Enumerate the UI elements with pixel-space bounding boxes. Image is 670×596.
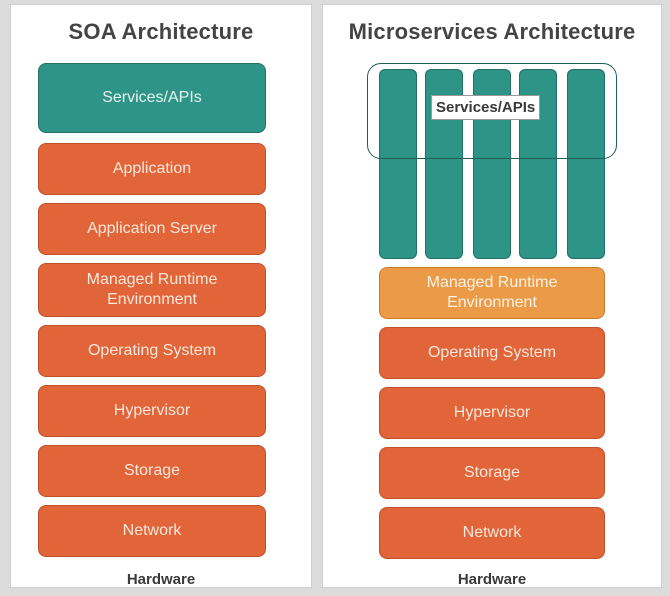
soa-services-layer: Services/APIs (38, 63, 266, 133)
soa-runtime-layer: Managed Runtime Environment (38, 263, 266, 317)
ms-hypervisor-label: Hypervisor (453, 404, 531, 421)
soa-title: SOA Architecture (68, 19, 254, 44)
soa-hypervisor-label: Hypervisor (113, 402, 191, 419)
ms-network-layer: Network (379, 507, 605, 559)
ms-network-label: Network (462, 524, 522, 541)
soa-app-server-layer: Application Server (38, 203, 266, 255)
microservices-panel: Microservices Architecture Services/APIs… (322, 4, 662, 588)
soa-runtime-label: Managed Runtime Environment (86, 271, 218, 308)
soa-panel: SOA Architecture Services/APIs Applicati… (10, 4, 312, 588)
microservices-services-label: Services/APIs (431, 95, 541, 120)
ms-hypervisor-layer: Hypervisor (379, 387, 605, 439)
soa-os-label: Operating System (87, 342, 217, 359)
soa-hypervisor-layer: Hypervisor (38, 385, 266, 437)
soa-storage-label: Storage (123, 462, 181, 479)
ms-runtime-layer: Managed Runtime Environment (379, 267, 605, 319)
ms-hardware-label: Hardware (457, 571, 527, 588)
ms-os-layer: Operating System (379, 327, 605, 379)
microservices-title: Microservices Architecture (348, 19, 636, 44)
ms-os-label: Operating System (427, 344, 557, 361)
soa-network-label: Network (122, 522, 182, 539)
ms-storage-label: Storage (463, 464, 521, 481)
soa-os-layer: Operating System (38, 325, 266, 377)
microservice-column (379, 69, 417, 259)
microservice-column (567, 69, 605, 259)
soa-storage-layer: Storage (38, 445, 266, 497)
soa-services-label: Services/APIs (102, 89, 202, 106)
soa-application-label: Application (112, 160, 192, 177)
soa-application-layer: Application (38, 143, 266, 195)
soa-hardware-label: Hardware (126, 571, 196, 588)
ms-runtime-label: Managed Runtime Environment (426, 274, 558, 311)
soa-network-layer: Network (38, 505, 266, 557)
ms-storage-layer: Storage (379, 447, 605, 499)
services-api-outline (367, 63, 617, 159)
soa-app-server-label: Application Server (87, 220, 217, 237)
